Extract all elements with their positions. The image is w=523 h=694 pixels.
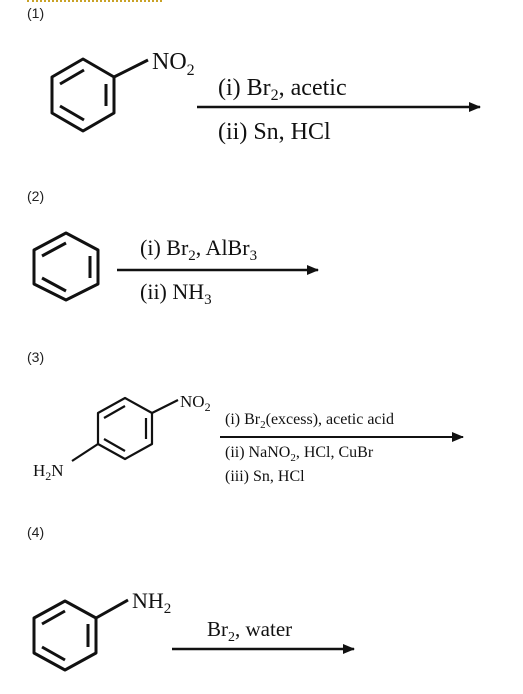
reaction-4-reagent-1: Br2, water — [207, 617, 292, 645]
amino-group-label-3: H2N — [33, 461, 64, 483]
reaction-3-reagent-3: (iii) Sn, HCl — [225, 468, 305, 485]
reaction-2: (i) Br2, AlBr3 (ii) NH3 — [32, 231, 319, 308]
benzene-ring-3 — [71, 396, 179, 462]
reaction-3: NO2 H2N (i) Br2(excess), acetic acid (ii… — [33, 392, 464, 485]
reaction-1-reagent-1: (i) Br2, acetic — [218, 75, 347, 104]
reaction-3-reagent-1: (i) Br2(excess), acetic acid — [225, 411, 394, 431]
reaction-4-label: (4) — [27, 524, 45, 540]
nitro-group-label-3: NO2 — [180, 392, 211, 414]
benzene-ring-2 — [32, 231, 100, 302]
reaction-3-reagent-2: (ii) NaNO2, HCl, CuBr — [225, 444, 374, 464]
reaction-2-reagent-1: (i) Br2, AlBr3 — [140, 235, 257, 264]
reaction-1-reagent-2: (ii) Sn, HCl — [218, 119, 331, 145]
reaction-1-label: (1) — [27, 5, 45, 21]
benzene-ring-1 — [50, 57, 149, 133]
reaction-2-label: (2) — [27, 188, 45, 204]
reaction-2-reagent-2: (ii) NH3 — [140, 279, 212, 308]
top-dotted-line — [27, 0, 162, 2]
reaction-4: NH2 Br2, water — [32, 588, 355, 672]
amino-group-label-4: NH2 — [132, 588, 171, 617]
benzene-ring-4 — [32, 598, 129, 672]
nitro-group-label: NO2 — [152, 49, 195, 79]
reaction-3-label: (3) — [27, 349, 45, 365]
reaction-1: NO2 (i) Br2, acetic (ii) Sn, HCl — [50, 49, 481, 145]
